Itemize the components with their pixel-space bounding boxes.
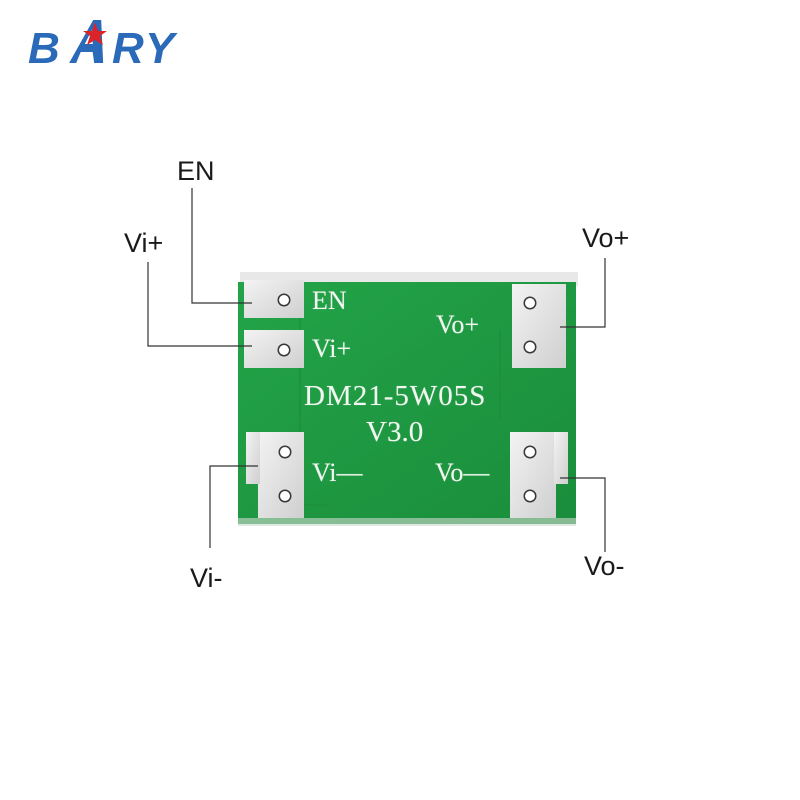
svg-text:RY: RY <box>112 24 178 73</box>
silk-model: DM21-5W05S <box>304 380 487 412</box>
pad-vi-plus <box>244 330 304 368</box>
callout-vi-plus: Vi+ <box>124 228 164 258</box>
silk-vi-minus: Vi— <box>312 458 363 487</box>
leader-vi-minus <box>209 465 258 548</box>
pad-en <box>244 280 304 318</box>
leader-vi-plus <box>147 262 252 347</box>
leader-vo-plus <box>560 258 606 328</box>
bary-logo: B RY <box>28 20 178 73</box>
star-icon <box>83 22 107 45</box>
callout-vo-plus: Vo+ <box>582 223 630 253</box>
silk-en: EN <box>312 286 347 315</box>
callout-en: EN <box>177 156 215 186</box>
pad-vi-minus <box>246 432 304 518</box>
svg-text:B: B <box>28 24 62 73</box>
leader-vo-minus <box>560 477 606 552</box>
silk-vo-plus: Vo+ <box>436 310 480 339</box>
callout-vi-minus: Vi- <box>190 563 223 593</box>
pad-vo-plus <box>512 284 566 368</box>
silk-vi-plus: Vi+ <box>312 334 352 363</box>
callout-vo-minus: Vo- <box>584 551 625 581</box>
pad-vo-minus <box>510 432 568 518</box>
silk-version: V3.0 <box>366 416 424 448</box>
leader-en <box>191 188 252 304</box>
silk-vo-minus: Vo— <box>435 458 490 487</box>
leader-lines <box>147 188 606 552</box>
